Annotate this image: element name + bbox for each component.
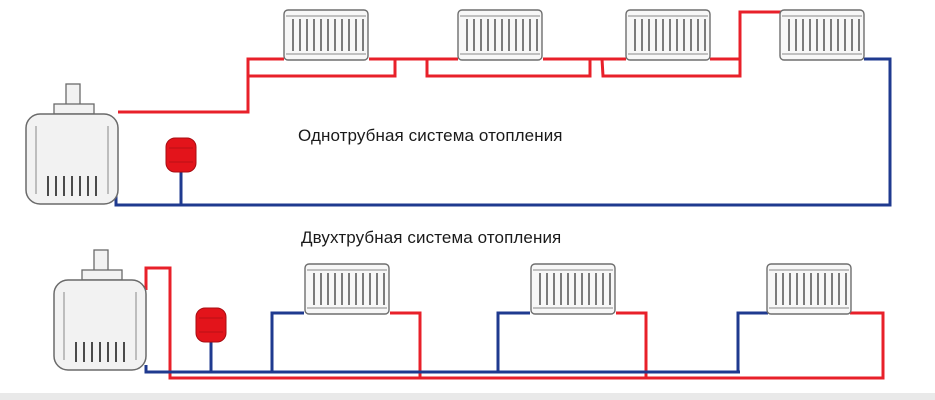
radiator-1: [283, 9, 369, 61]
single-pipe-supply-line: [118, 10, 784, 114]
two-pipe-return-line: [144, 365, 740, 374]
radiator-4: [779, 9, 865, 61]
radiator-1: [304, 263, 390, 315]
expansion-tank: [195, 307, 227, 343]
boiler: [25, 83, 119, 205]
bottom-divider: [0, 393, 935, 400]
two-pipe-system: [53, 249, 885, 380]
boiler: [53, 249, 147, 371]
single-pipe-caption: Однотрубная система отопления: [298, 126, 563, 145]
radiator-3: [625, 9, 711, 61]
single-pipe-system: [25, 9, 892, 207]
radiator-3: [766, 263, 852, 315]
two-pipe-caption: Двухтрубная система отопления: [301, 228, 562, 247]
radiator-2: [530, 263, 616, 315]
expansion-tank: [165, 137, 197, 173]
radiator-2: [457, 9, 543, 61]
single-pipe-return-line: [114, 57, 892, 207]
two-pipe-supply-line: [144, 266, 885, 380]
